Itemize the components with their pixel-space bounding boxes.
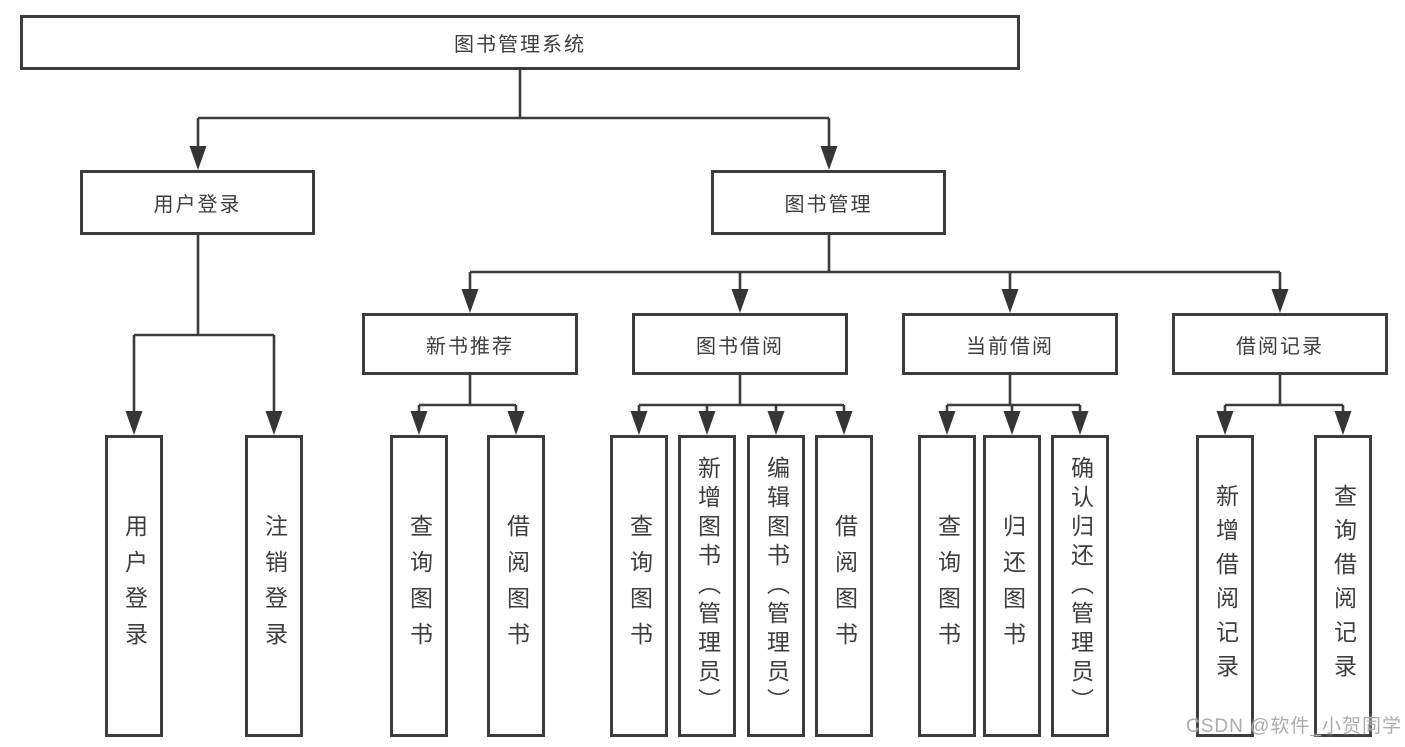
node-user-login: 用户登录 [80,170,315,235]
leaf-label: 借阅图书 [503,514,530,658]
node-label: 用户登录 [153,194,242,216]
leaf-borrow-books-recommend: 借阅图书 [487,435,545,737]
leaf-edit-book-admin: 编辑图书（管理员） [747,435,805,737]
leaf-user-login: 用户登录 [105,435,163,737]
leaf-label: 注销登录 [261,514,288,658]
node-label: 借阅记录 [1236,335,1324,358]
leaf-label: 借阅图书 [831,514,858,658]
node-library-management-system: 图书管理系统 [20,15,1020,70]
leaf-label: 编辑图书（管理员） [763,455,790,717]
leaf-query-books-recommend: 查询图书 [390,435,448,737]
leaf-label: 查询借阅记录 [1330,484,1357,688]
leaf-add-borrow-record: 新增借阅记录 [1196,435,1254,737]
node-new-book-recommendation: 新书推荐 [362,313,578,375]
leaf-borrow-books: 借阅图书 [815,435,873,737]
node-label: 图书管理系统 [454,34,586,56]
leaf-query-books-borrowing: 查询图书 [610,435,668,737]
leaf-label: 新增借阅记录 [1212,484,1239,688]
node-book-management: 图书管理 [711,170,946,235]
node-label: 当前借阅 [966,335,1054,358]
leaf-label: 确认归还（管理员） [1067,455,1094,717]
node-book-borrowing: 图书借阅 [632,313,848,375]
leaf-return-book: 归还图书 [983,435,1041,737]
leaf-label: 查询图书 [934,514,961,658]
node-current-borrowing: 当前借阅 [902,313,1118,375]
node-label: 图书借阅 [696,335,784,358]
leaf-query-borrow-record: 查询借阅记录 [1314,435,1372,737]
leaf-add-book-admin: 新增图书（管理员） [678,435,736,737]
leaf-label: 新增图书（管理员） [694,455,721,717]
node-borrowing-records: 借阅记录 [1172,313,1388,375]
csdn-watermark: CSDN @软件_小贺同学 [1186,716,1402,737]
leaf-label: 用户登录 [121,514,148,658]
leaf-query-books-current: 查询图书 [918,435,976,737]
leaf-logout: 注销登录 [245,435,303,737]
leaf-label: 查询图书 [406,514,433,658]
node-label: 图书管理 [784,194,873,216]
leaf-label: 归还图书 [999,514,1026,658]
arrowheads [125,146,1352,435]
node-label: 新书推荐 [426,335,514,358]
leaf-confirm-return-admin: 确认归还（管理员） [1051,435,1109,737]
leaf-label: 查询图书 [626,514,653,658]
